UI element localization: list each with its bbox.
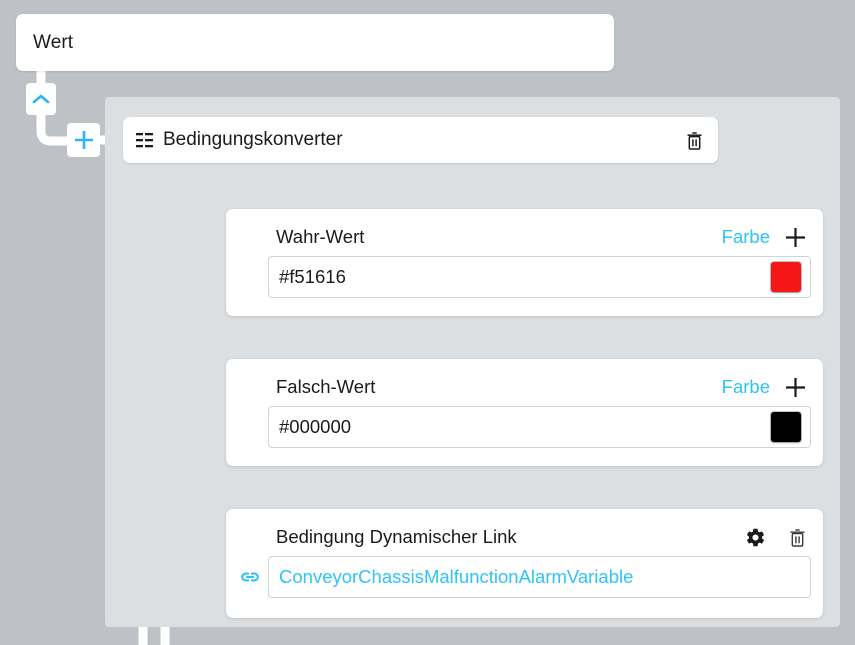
color-swatch[interactable] bbox=[771, 412, 801, 442]
card-value-row: #f51616 bbox=[238, 256, 811, 298]
card-value-row: ConveyorChassisMalfunctionAlarmVariable bbox=[238, 556, 811, 598]
value-input[interactable]: #f51616 bbox=[268, 256, 811, 298]
card-delete-button[interactable] bbox=[788, 527, 807, 548]
plus-icon bbox=[74, 131, 93, 149]
value-text: ConveyorChassisMalfunctionAlarmVariable bbox=[279, 566, 634, 587]
card-action-link[interactable]: Farbe bbox=[721, 376, 770, 397]
card-title: Wahr-Wert bbox=[276, 226, 365, 247]
chain-link-icon[interactable] bbox=[238, 565, 262, 589]
trash-icon bbox=[790, 528, 805, 547]
converter-delete-button[interactable] bbox=[685, 130, 704, 151]
add-node-button-top[interactable] bbox=[67, 123, 100, 157]
plus-icon bbox=[786, 377, 805, 397]
card-action-link[interactable]: Farbe bbox=[721, 226, 770, 247]
gear-icon bbox=[747, 528, 764, 546]
card-value-row: #000000 bbox=[238, 406, 811, 448]
card-false-value: Falsch-Wert Farbe #000000 bbox=[226, 359, 823, 466]
card-title: Falsch-Wert bbox=[276, 376, 376, 397]
card-condition-dynamic-link: Bedingung Dynamischer Link bbox=[226, 509, 823, 618]
wert-label: Wert bbox=[33, 31, 74, 53]
plus-icon bbox=[786, 227, 805, 247]
bedingungskonverter-card[interactable]: Bedingungskonverter bbox=[123, 117, 718, 163]
card-title: Bedingung Dynamischer Link bbox=[276, 526, 517, 547]
card-header: Bedingung Dynamischer Link bbox=[238, 518, 811, 556]
value-text: #f51616 bbox=[279, 266, 346, 287]
list-layout-icon bbox=[136, 133, 153, 148]
card-header: Wahr-Wert Farbe bbox=[238, 218, 811, 256]
card-add-button[interactable] bbox=[784, 376, 807, 399]
value-text: #000000 bbox=[279, 416, 352, 437]
card-add-button[interactable] bbox=[784, 226, 807, 249]
converter-title: Bedingungskonverter bbox=[163, 129, 343, 150]
card-settings-button[interactable] bbox=[745, 527, 766, 548]
card-header: Falsch-Wert Farbe bbox=[238, 368, 811, 406]
trash-icon bbox=[687, 131, 702, 150]
chevron-up-icon bbox=[32, 94, 50, 104]
card-true-value: Wahr-Wert Farbe #f51616 bbox=[226, 209, 823, 316]
wert-field-card[interactable]: Wert bbox=[16, 14, 614, 71]
value-input[interactable]: #000000 bbox=[268, 406, 811, 448]
value-input[interactable]: ConveyorChassisMalfunctionAlarmVariable bbox=[268, 556, 811, 598]
collapse-toggle-top[interactable] bbox=[26, 83, 56, 115]
color-swatch[interactable] bbox=[771, 262, 801, 292]
